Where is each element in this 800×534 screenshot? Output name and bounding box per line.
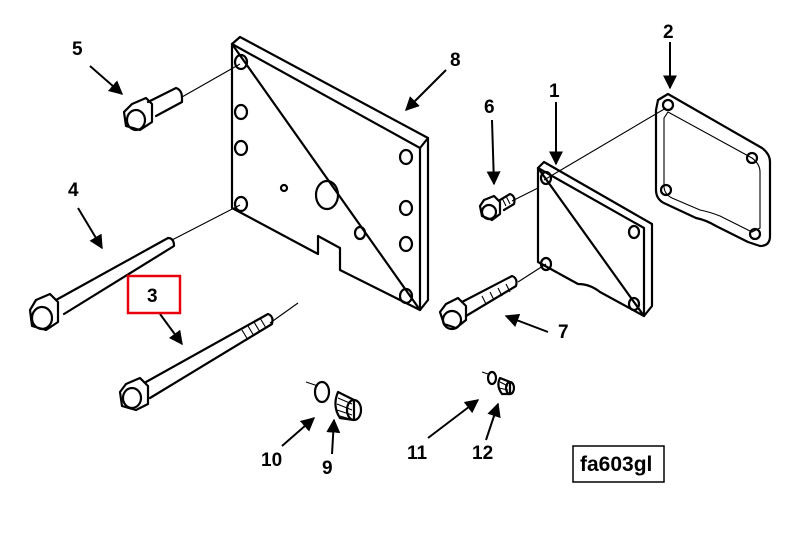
callout-6: 6 [484,97,495,118]
part-10-o-ring [305,380,331,404]
callout-3: 3 [147,286,158,307]
callout-2: 2 [663,22,674,43]
callout-10: 10 [261,450,282,471]
callout-9: 9 [322,458,333,479]
callout-12: 12 [472,443,493,464]
callout-5: 5 [72,39,83,60]
reference-code-text: fa603gl [580,453,652,476]
callout-11: 11 [407,443,428,464]
part-12-small-plug [497,376,516,396]
part-11-small-o-ring [481,370,498,386]
callout-8: 8 [450,50,461,71]
part-6-small-bolt [478,192,516,222]
part-9-plug [334,390,363,422]
callout-7: 7 [558,322,569,343]
callout-labels: 1 2 3 4 5 6 7 8 9 10 11 12 [68,22,674,479]
part-7-bolt [438,274,518,331]
callout-4: 4 [68,180,79,201]
part-5-short-bolt [122,86,184,132]
part-4-long-bolt [28,236,176,332]
part-1-small-cover [536,160,654,318]
reference-code-box: fa603gl [572,445,665,483]
callout-3-highlight-box [126,274,182,315]
part-8-cover-plate [230,35,430,312]
part-2-gasket [654,92,772,248]
part-3-threaded-bolt [118,312,274,412]
leader-arrows [77,42,677,455]
callout-1: 1 [549,81,560,102]
alignment-lines [171,63,667,324]
